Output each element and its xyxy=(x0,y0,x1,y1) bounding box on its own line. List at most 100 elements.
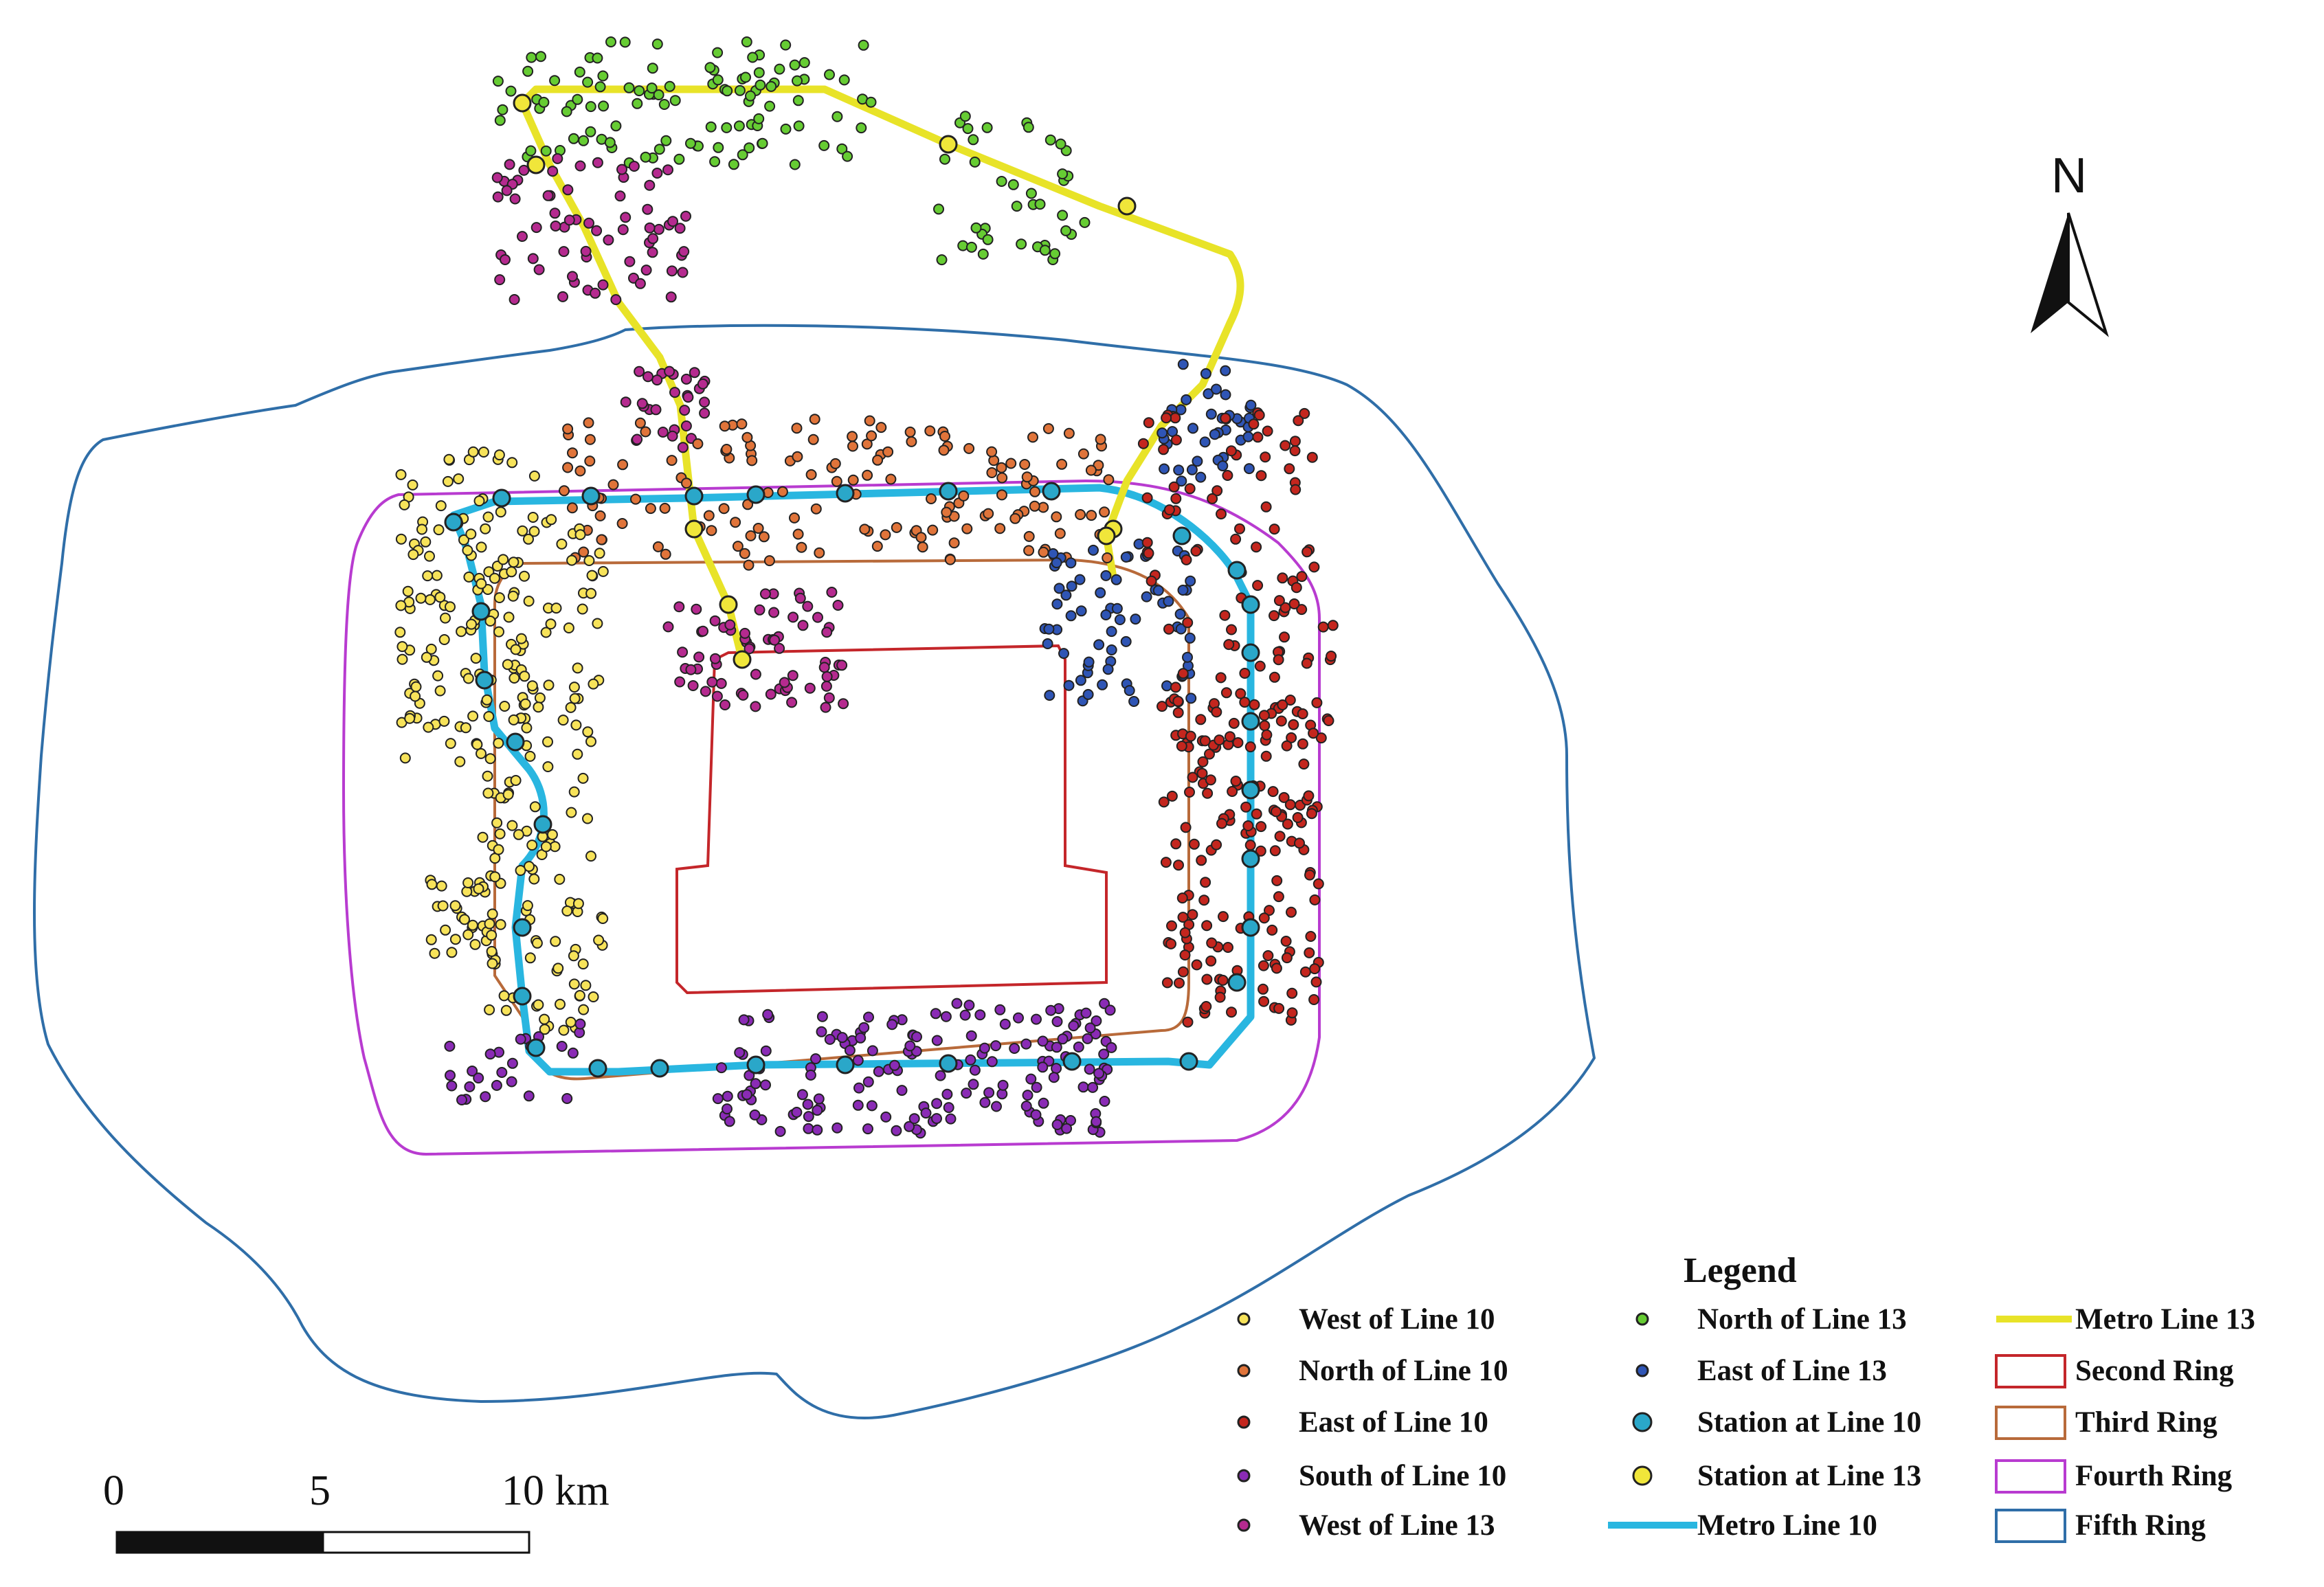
map-point xyxy=(678,246,690,258)
map-point xyxy=(431,570,443,581)
map-point xyxy=(574,66,585,78)
map-point xyxy=(466,618,477,630)
map-point xyxy=(402,585,414,597)
map-point xyxy=(1240,801,1252,813)
map-point xyxy=(847,440,858,452)
map-point xyxy=(1025,1073,1037,1085)
map-point xyxy=(1080,1007,1092,1019)
map-point xyxy=(471,739,483,750)
map-point xyxy=(476,578,487,589)
map-point xyxy=(659,502,671,514)
map-point xyxy=(1306,451,1318,463)
map-point xyxy=(977,248,989,260)
map-point xyxy=(491,1079,502,1091)
map-point xyxy=(1289,436,1301,447)
map-point xyxy=(1103,474,1115,486)
map-point xyxy=(1274,831,1286,842)
map-point xyxy=(494,274,506,286)
map-point xyxy=(1315,732,1327,744)
map-point xyxy=(871,541,883,552)
map-point xyxy=(1163,504,1175,516)
map-point xyxy=(1073,1042,1084,1053)
map-point xyxy=(1160,857,1172,868)
map-point xyxy=(1039,245,1051,256)
legend-item: West of Line 13 xyxy=(1209,1505,1495,1546)
map-point xyxy=(1027,431,1038,443)
map-point xyxy=(660,548,671,560)
map-point xyxy=(505,85,517,97)
map-point xyxy=(424,594,436,605)
map-point xyxy=(456,1094,467,1105)
map-point xyxy=(473,1072,484,1084)
map-point xyxy=(1187,423,1198,434)
map-point xyxy=(847,431,858,442)
map-point xyxy=(653,89,664,100)
map-point xyxy=(1075,509,1086,520)
map-point xyxy=(510,644,522,655)
fourth-ring xyxy=(342,479,1321,1156)
map-point xyxy=(594,81,606,93)
map-point xyxy=(433,524,445,536)
map-point xyxy=(680,210,691,222)
map-point xyxy=(552,963,564,974)
map-point xyxy=(768,607,780,618)
map-point xyxy=(724,1116,735,1127)
map-point xyxy=(493,737,504,749)
map-point xyxy=(1182,651,1193,663)
map-point xyxy=(965,241,977,253)
map-point xyxy=(1045,1004,1057,1016)
map-point xyxy=(547,166,559,177)
map-point xyxy=(395,533,407,545)
metro-line-13-path xyxy=(518,85,1244,661)
map-point xyxy=(1021,471,1033,483)
map-point xyxy=(786,697,798,708)
map-point xyxy=(754,604,766,616)
station-line-10 xyxy=(1227,561,1247,580)
map-point xyxy=(927,524,939,536)
map-point xyxy=(425,934,437,945)
map-point xyxy=(1095,587,1106,598)
map-point xyxy=(766,80,777,92)
map-point xyxy=(438,634,450,645)
station-line-10 xyxy=(939,1054,958,1073)
map-point xyxy=(620,396,632,408)
map-point xyxy=(1239,697,1251,708)
map-point xyxy=(395,600,407,611)
legend-label: West of Line 13 xyxy=(1299,1509,1495,1542)
map-point xyxy=(891,1125,902,1136)
map-point xyxy=(399,752,411,764)
map-point xyxy=(588,678,599,690)
map-point xyxy=(478,447,489,458)
map-point xyxy=(1253,409,1265,421)
map-point xyxy=(1242,820,1254,831)
map-point xyxy=(434,592,446,603)
map-point xyxy=(1097,679,1108,690)
map-point xyxy=(493,592,505,603)
map-point xyxy=(651,168,663,179)
map-point xyxy=(944,554,956,565)
map-point xyxy=(445,1070,456,1081)
map-point xyxy=(1305,931,1317,942)
map-point xyxy=(1308,561,1320,573)
map-point xyxy=(792,75,803,87)
map-point xyxy=(1023,530,1035,542)
map-point xyxy=(524,952,536,964)
map-point xyxy=(862,469,873,481)
map-point xyxy=(969,156,981,168)
map-point xyxy=(959,1009,971,1021)
map-point xyxy=(1311,697,1323,708)
legend-item: Second Ring xyxy=(1993,1350,2234,1391)
map-point xyxy=(1095,434,1106,445)
map-point xyxy=(604,137,616,148)
map-point xyxy=(791,1107,803,1118)
map-point xyxy=(1085,464,1097,476)
legend-item: Station at Line 13 xyxy=(1608,1455,1921,1496)
map-point xyxy=(741,431,753,443)
map-point xyxy=(1197,756,1209,767)
map-point xyxy=(719,699,730,710)
map-point xyxy=(449,934,461,945)
map-point xyxy=(712,1093,724,1105)
map-point xyxy=(983,508,994,519)
map-point xyxy=(1102,552,1113,563)
